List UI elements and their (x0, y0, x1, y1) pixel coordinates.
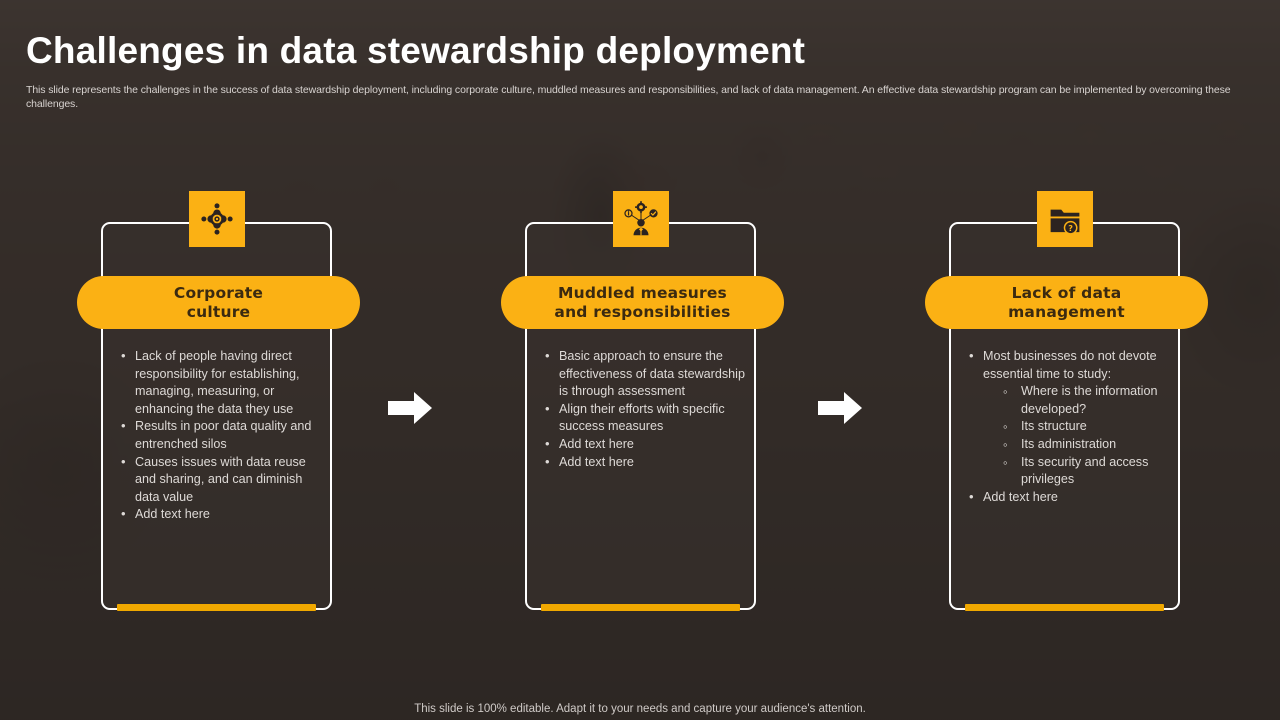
card-title-lack-of-data-management: Lack of data management (925, 276, 1208, 329)
bullet-list: Basic approach to ensure the effectivene… (541, 347, 746, 472)
list-item: Add text here (541, 453, 746, 472)
card-title-corporate-culture: Corporate culture (77, 276, 360, 329)
bullet-list: Most businesses do not devote essential … (965, 347, 1170, 507)
bullet-list: Lack of people having direct responsibil… (117, 347, 322, 524)
card-title-line2: and responsibilities (554, 302, 731, 321)
sub-list-item: Its administration (1001, 436, 1170, 454)
challenge-card-corporate-culture[interactable]: Corporate culture Lack of people having … (77, 191, 360, 611)
card-title-line2: management (1008, 302, 1125, 321)
card-accent-bar (541, 604, 740, 611)
svg-text:?: ? (1068, 223, 1073, 233)
card-title-line2: culture (186, 302, 251, 321)
person-process-nodes-icon (612, 191, 669, 247)
list-item: Basic approach to ensure the effectivene… (541, 347, 746, 401)
footer-note: This slide is 100% editable. Adapt it to… (414, 703, 866, 715)
list-item: Causes issues with data reuse and sharin… (117, 453, 322, 507)
challenge-card-lack-of-data-management[interactable]: ? Lack of data management Most businesse… (925, 191, 1208, 611)
card-accent-bar (965, 604, 1164, 611)
card-body-muddled-measures: Basic approach to ensure the effectivene… (541, 347, 746, 472)
challenge-card-muddled-measures[interactable]: Muddled measures and responsibilities Ba… (501, 191, 784, 611)
sub-list-item: Its structure (1001, 418, 1170, 436)
list-item: Align their efforts with specific succes… (541, 400, 746, 436)
arrow-right-icon (816, 390, 864, 426)
card-accent-bar (117, 604, 316, 611)
sub-bullet-list: Where is the information developed? Its … (1001, 383, 1170, 489)
card-title-muddled-measures: Muddled measures and responsibilities (501, 276, 784, 329)
card-title-line1: Lack of data (1011, 283, 1122, 302)
list-item: Add text here (541, 435, 746, 454)
list-item: Most businesses do not devote essential … (965, 347, 1170, 489)
page-title: Challenges in data stewardship deploymen… (26, 30, 806, 71)
page-subtitle: This slide represents the challenges in … (26, 84, 1231, 110)
network-collaboration-icon (188, 191, 245, 247)
list-item: Add text here (117, 505, 322, 524)
sub-list-item: Its security and access privileges (1001, 454, 1170, 489)
list-item: Add text here (965, 488, 1170, 507)
arrow-right-icon (386, 390, 434, 426)
card-body-lack-of-data-management: Most businesses do not devote essential … (965, 347, 1170, 507)
list-item: Results in poor data quality and entrenc… (117, 417, 322, 453)
sub-list-item: Where is the information developed? (1001, 383, 1170, 418)
card-title-line1: Corporate (173, 283, 264, 302)
card-title-line1: Muddled measures (558, 283, 727, 302)
list-item: Lack of people having direct responsibil… (117, 347, 322, 418)
card-body-corporate-culture: Lack of people having direct responsibil… (117, 347, 322, 524)
folder-question-icon: ? (1036, 191, 1093, 247)
